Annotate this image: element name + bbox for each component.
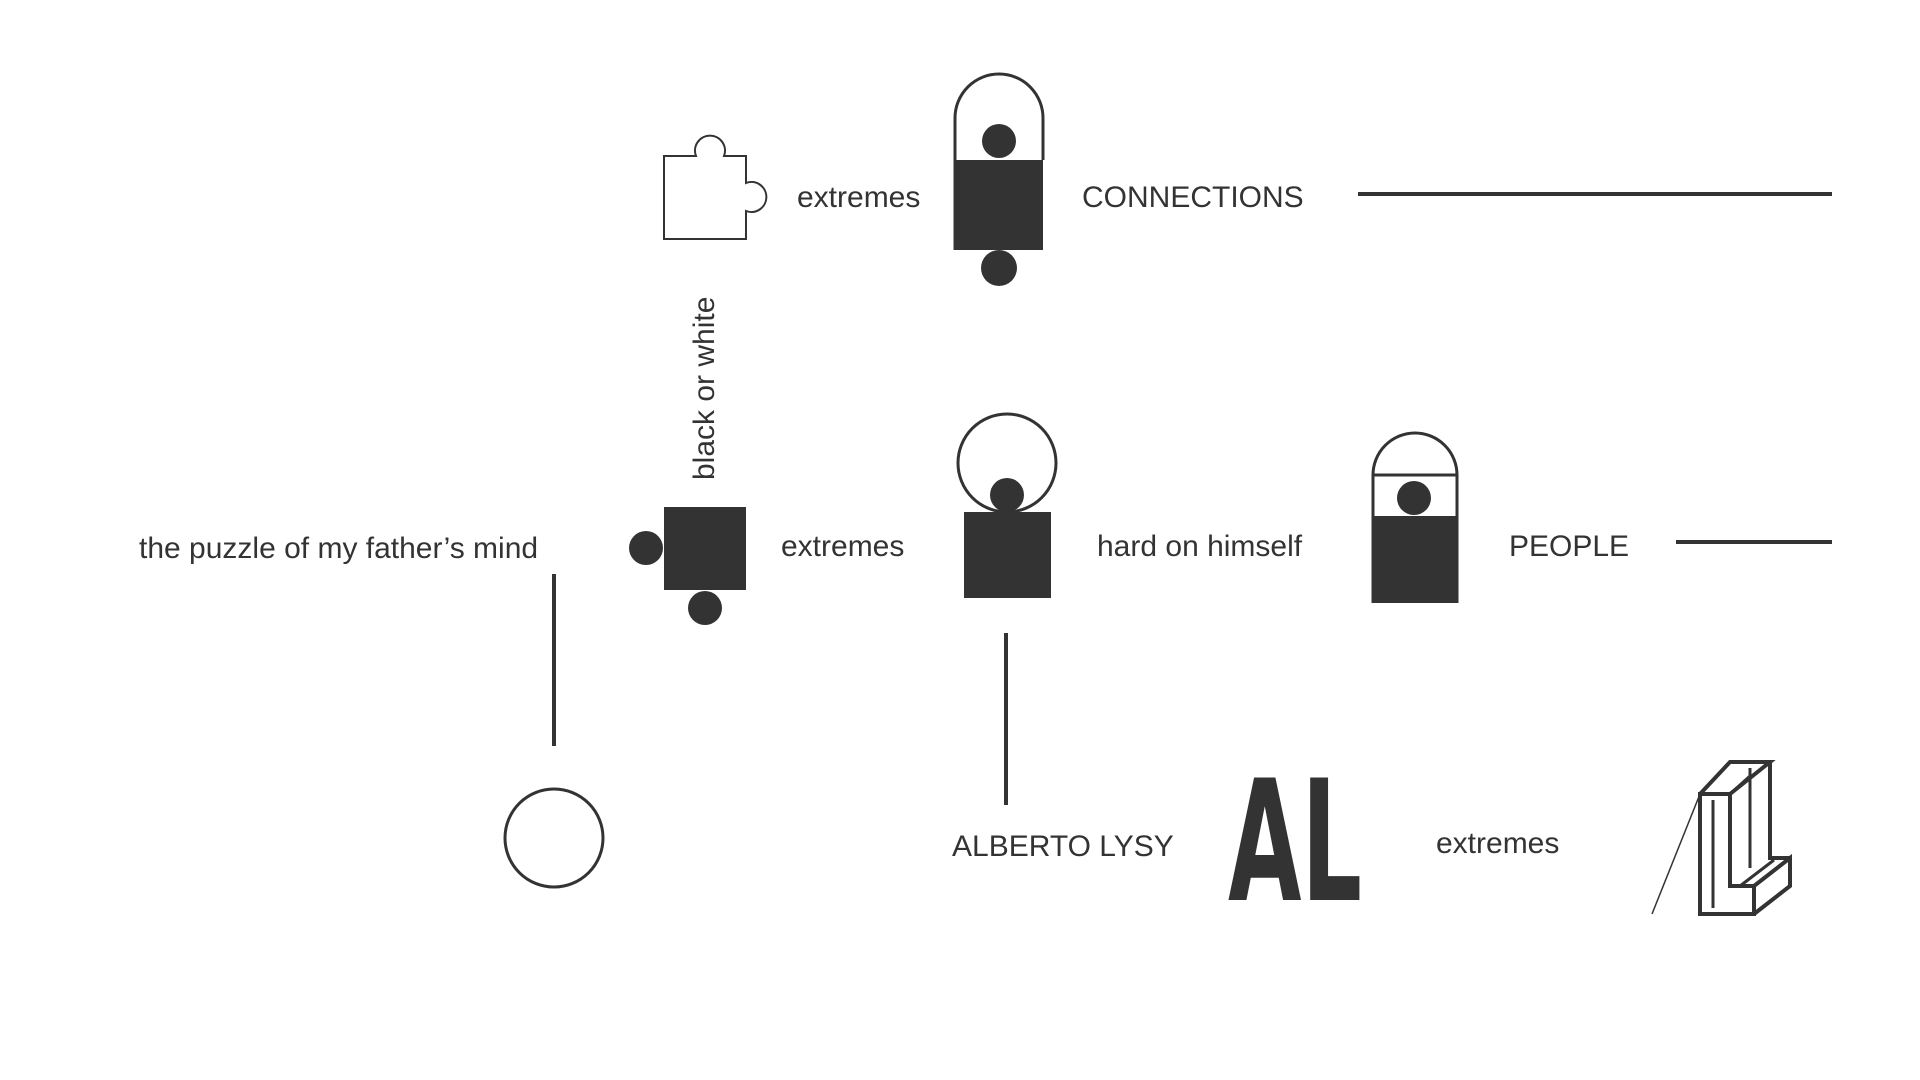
circle-puzzle-piece-icon bbox=[956, 412, 1058, 598]
extremes-top-label: extremes bbox=[797, 181, 920, 214]
circle-outline-icon bbox=[503, 787, 605, 889]
people-label: PEOPLE bbox=[1509, 530, 1629, 563]
dome-puzzle-piece-icon bbox=[1371, 431, 1459, 603]
al-monogram-logo: AL bbox=[1228, 744, 1362, 940]
puzzle-piece-solid-icon bbox=[629, 507, 746, 625]
alberto-lysy-label: ALBERTO LYSY bbox=[952, 830, 1174, 863]
extremes-bottom-label: extremes bbox=[1436, 827, 1559, 860]
black-or-white-label: black or white bbox=[688, 297, 721, 480]
puzzle-of-fathers-mind-label: the puzzle of my father’s mind bbox=[139, 532, 538, 565]
connections-label: CONNECTIONS bbox=[1082, 181, 1304, 214]
extremes-middle-label: extremes bbox=[781, 530, 904, 563]
hard-on-himself-label: hard on himself bbox=[1097, 530, 1303, 563]
keyhole-puzzle-piece-icon bbox=[953, 72, 1045, 286]
puzzle-piece-outline-icon bbox=[663, 134, 768, 240]
al-3d-monogram-logo bbox=[1651, 760, 1792, 916]
